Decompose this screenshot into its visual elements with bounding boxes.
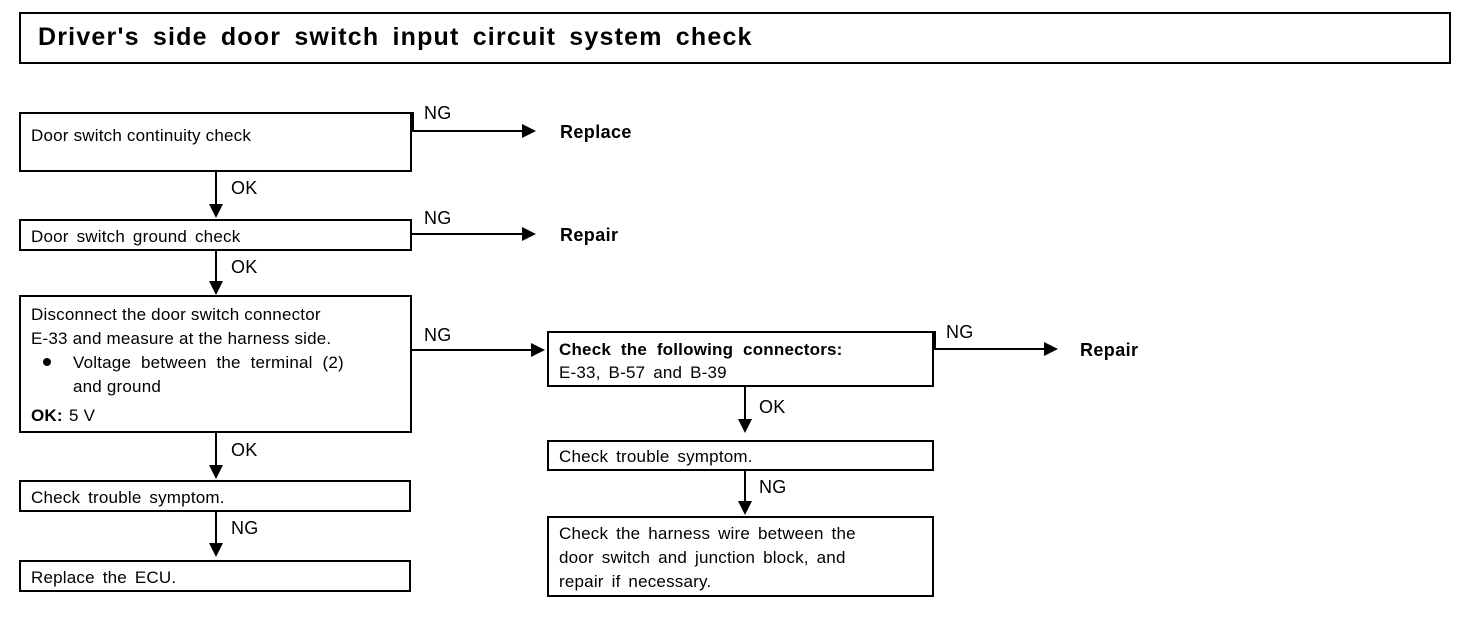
box-disconnect-connector-bullet1-cont: and ground: [73, 377, 162, 396]
box-disconnect-connector-ok-label: OK:: [31, 406, 63, 425]
box-check-following-connectors: Check the following connectors: E-33, B-…: [547, 331, 934, 387]
edge-disconnect-ok-arrowhead: [209, 465, 223, 479]
edge-trouble-right-ng-arrowhead: [738, 501, 752, 515]
edge-connectors-ok-line: [744, 387, 746, 422]
title-banner: Driver's side door switch input circuit …: [19, 12, 1451, 64]
edge-ground-ok-arrowhead: [209, 281, 223, 295]
box-check-harness-wire-line2: door switch and junction block, and: [559, 548, 846, 567]
box-check-harness-wire: Check the harness wire between the door …: [547, 516, 934, 597]
box-check-harness-wire-line3: repair if necessary.: [559, 572, 712, 591]
box-check-trouble-symptom-left: Check trouble symptom.: [19, 480, 411, 512]
edge-label-ground-ok: OK: [231, 257, 258, 277]
box-replace-ecu-text: Replace the ECU.: [31, 568, 177, 587]
edge-label-connectors-ng: NG: [946, 322, 974, 342]
edge-trouble-right-ng-line: [744, 471, 746, 504]
edge-ground-ng-arrowhead: [522, 227, 536, 241]
edge-label-disconnect-ok: OK: [231, 440, 258, 460]
edge-connectors-ng-line: [934, 348, 1047, 350]
page-title: Driver's side door switch input circuit …: [38, 23, 753, 51]
edge-disconnect-ok-line: [215, 433, 217, 468]
edge-label-connectors-ok: OK: [759, 397, 786, 417]
terminal-repair-ground: Repair: [560, 225, 619, 245]
edge-label-trouble-left-ng: NG: [231, 518, 259, 538]
box-door-switch-continuity-check-text: Door switch continuity check: [31, 126, 252, 145]
edge-disconnect-ng-arrowhead: [531, 343, 545, 357]
box-replace-ecu: Replace the ECU.: [19, 560, 411, 592]
box-disconnect-connector-measure: Disconnect the door switch connector E-3…: [19, 295, 412, 433]
box-check-following-connectors-line2: E-33, B-57 and B-39: [559, 363, 727, 382]
edge-label-continuity-ng: NG: [424, 103, 452, 123]
box-disconnect-connector-ok-value: 5 V: [69, 406, 96, 425]
edge-disconnect-ng-line: [412, 349, 535, 351]
edge-continuity-ng-arrowhead: [522, 124, 536, 138]
edge-label-continuity-ok: OK: [231, 178, 258, 198]
box-door-switch-continuity-check: Door switch continuity check: [19, 112, 412, 172]
bullet-point-icon: [43, 358, 51, 366]
box-disconnect-connector-bullet1: Voltage between the terminal (2): [73, 353, 344, 372]
edge-ground-ng-line: [412, 233, 525, 235]
box-disconnect-connector-line1: Disconnect the door switch connector: [31, 305, 321, 324]
edge-continuity-ng-line: [412, 130, 525, 132]
edge-ground-ok-line: [215, 251, 217, 283]
edge-continuity-ok-line: [215, 172, 217, 207]
edge-connectors-ng-stub: [934, 331, 936, 349]
edge-trouble-left-ng-arrowhead: [209, 543, 223, 557]
box-check-trouble-symptom-right: Check trouble symptom.: [547, 440, 934, 471]
box-check-trouble-symptom-left-text: Check trouble symptom.: [31, 488, 225, 507]
edge-connectors-ng-arrowhead: [1044, 342, 1058, 356]
edge-label-ground-ng: NG: [424, 208, 452, 228]
edge-connectors-ok-arrowhead: [738, 419, 752, 433]
edge-label-disconnect-ng: NG: [424, 325, 452, 345]
edge-continuity-ng-stub: [412, 112, 414, 132]
edge-label-trouble-right-ng: NG: [759, 477, 787, 497]
edge-trouble-left-ng-line: [215, 512, 217, 545]
box-door-switch-ground-check: Door switch ground check: [19, 219, 412, 251]
terminal-replace: Replace: [560, 122, 632, 142]
box-check-harness-wire-line1: Check the harness wire between the: [559, 524, 856, 543]
box-check-following-connectors-line1: Check the following connectors:: [559, 340, 843, 359]
box-door-switch-ground-check-text: Door switch ground check: [31, 227, 241, 246]
edge-continuity-ok-arrowhead: [209, 204, 223, 218]
box-disconnect-connector-line2: E-33 and measure at the harness side.: [31, 329, 332, 348]
terminal-repair-connectors: Repair: [1080, 340, 1139, 360]
box-check-trouble-symptom-right-text: Check trouble symptom.: [559, 447, 753, 466]
